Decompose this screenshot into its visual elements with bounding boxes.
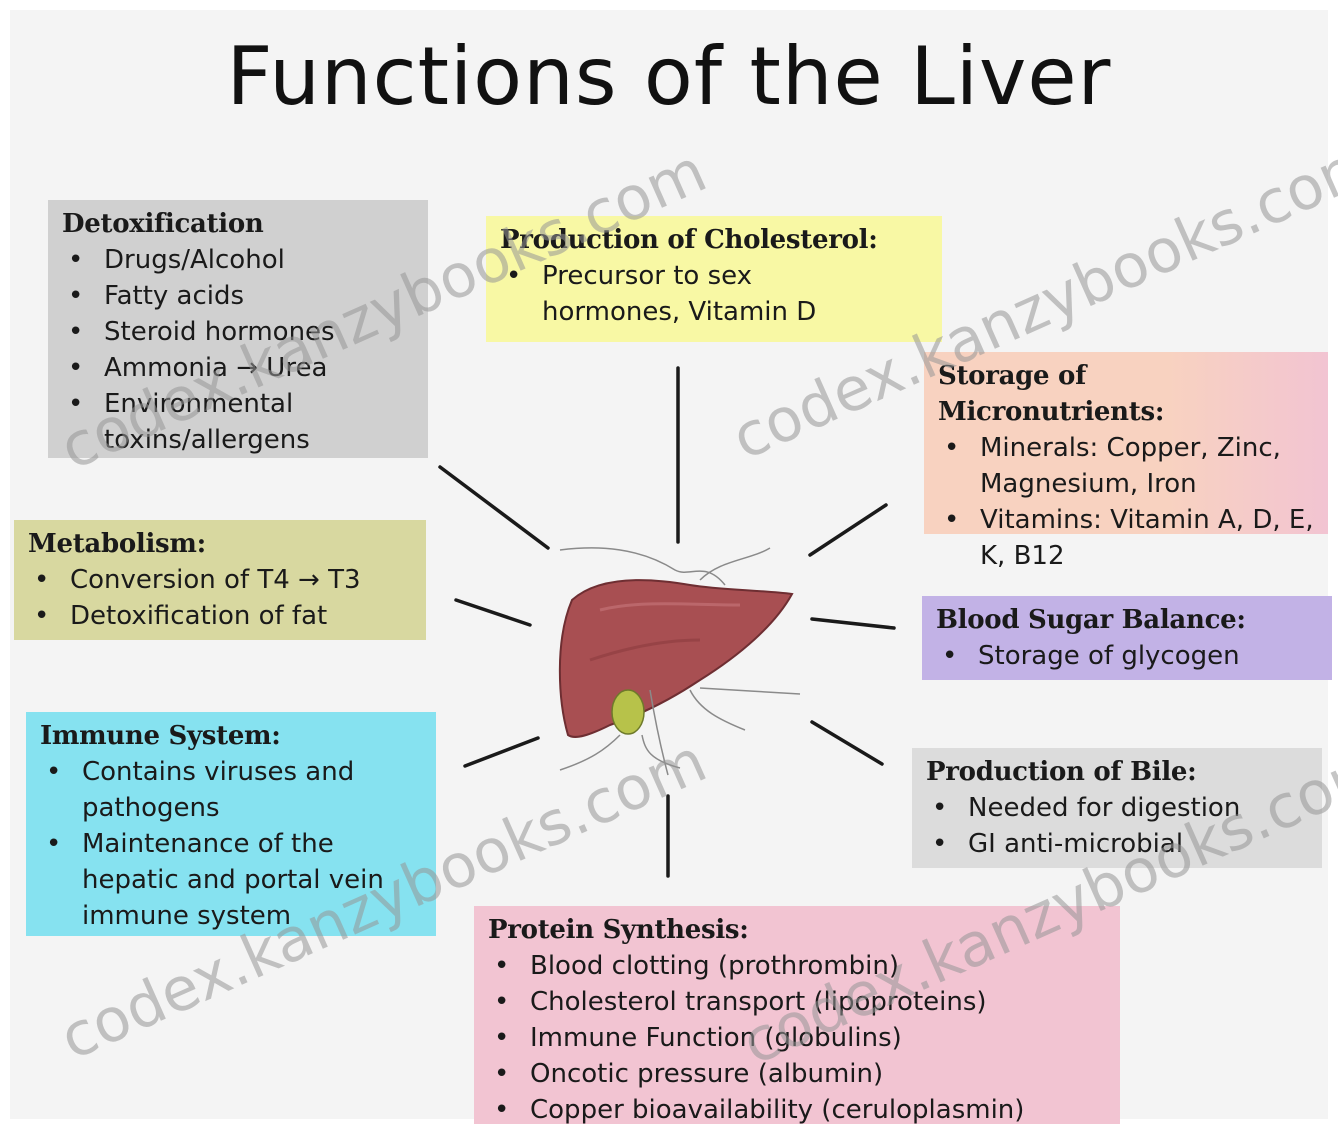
bile-list: Needed for digestion GI anti-microbial	[926, 790, 1312, 862]
blood-sugar-box: Blood Sugar Balance: Storage of glycogen	[922, 596, 1332, 680]
list-item: Drugs/Alcohol	[62, 242, 418, 278]
cholesterol-list: Precursor to sex hormones, Vitamin D	[500, 258, 932, 330]
list-item: Precursor to sex hormones, Vitamin D	[500, 258, 852, 330]
list-item: Oncotic pressure (albumin)	[488, 1056, 1110, 1092]
protein-synthesis-box: Protein Synthesis: Blood clotting (proth…	[474, 906, 1120, 1124]
connector-metabolism	[456, 600, 530, 625]
list-item: GI anti-microbial	[926, 826, 1312, 862]
cholesterol-heading: Production of Cholesterol:	[500, 222, 932, 258]
metabolism-box: Metabolism: Conversion of T4 → T3 Detoxi…	[14, 520, 426, 640]
liver-illustration	[560, 548, 800, 775]
metabolism-heading: Metabolism:	[28, 526, 416, 562]
list-item: Needed for digestion	[926, 790, 1312, 826]
list-item: Fatty acids	[62, 278, 418, 314]
list-item: Minerals: Copper, Zinc, Magnesium, Iron	[938, 430, 1318, 502]
list-item: Copper bioavailability (ceruloplasmin)	[488, 1092, 1110, 1128]
list-item: Cholesterol transport (lipoproteins)	[488, 984, 1110, 1020]
list-item: Ammonia → Urea	[62, 350, 418, 386]
micronutrients-list: Minerals: Copper, Zinc, Magnesium, Iron …	[938, 430, 1318, 574]
list-item: Conversion of T4 → T3	[28, 562, 416, 598]
bile-box: Production of Bile: Needed for digestion…	[912, 748, 1322, 868]
connector-blood-sugar	[812, 619, 894, 628]
blood-sugar-heading: Blood Sugar Balance:	[936, 602, 1322, 638]
list-item: Immune Function (globulins)	[488, 1020, 1110, 1056]
list-item: Storage of glycogen	[936, 638, 1322, 674]
immune-system-box: Immune System: Contains viruses and path…	[26, 712, 436, 936]
list-item: Vitamins: Vitamin A, D, E, K, B12	[938, 502, 1318, 574]
list-item: Maintenance of the hepatic and portal ve…	[40, 826, 426, 934]
blood-sugar-list: Storage of glycogen	[936, 638, 1322, 674]
list-item: Detoxification of fat	[28, 598, 416, 634]
list-item: Environmental toxins/allergens	[62, 386, 334, 458]
connector-immune	[465, 738, 538, 766]
cholesterol-box: Production of Cholesterol: Precursor to …	[486, 216, 942, 342]
metabolism-list: Conversion of T4 → T3 Detoxification of …	[28, 562, 416, 634]
list-item: Contains viruses and pathogens	[40, 754, 426, 826]
micronutrients-heading: Storage of Micronutrients:	[938, 358, 1318, 430]
connector-micronutrients	[810, 505, 886, 555]
micronutrients-box: Storage of Micronutrients: Minerals: Cop…	[924, 352, 1328, 534]
protein-synthesis-list: Blood clotting (prothrombin) Cholesterol…	[488, 948, 1110, 1128]
detoxification-box: Detoxification Drugs/Alcohol Fatty acids…	[48, 200, 428, 458]
detoxification-list: Drugs/Alcohol Fatty acids Steroid hormon…	[62, 242, 418, 458]
immune-system-list: Contains viruses and pathogens Maintenan…	[40, 754, 426, 934]
connector-detox	[440, 467, 548, 548]
list-item: Blood clotting (prothrombin)	[488, 948, 1110, 984]
immune-system-heading: Immune System:	[40, 718, 426, 754]
protein-synthesis-heading: Protein Synthesis:	[488, 912, 1110, 948]
bile-heading: Production of Bile:	[926, 754, 1312, 790]
connector-bile	[812, 722, 882, 764]
list-item: Steroid hormones	[62, 314, 418, 350]
detoxification-heading: Detoxification	[62, 206, 418, 242]
